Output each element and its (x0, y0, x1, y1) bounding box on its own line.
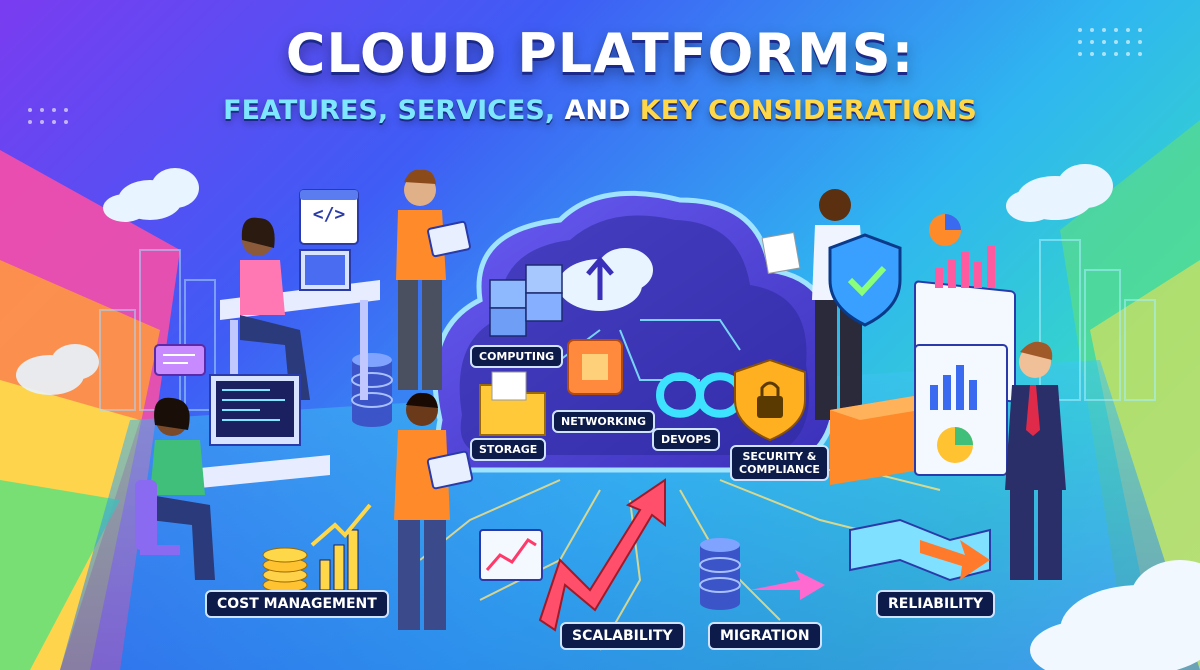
folder-icon (479, 371, 546, 436)
upload-arrow-icon (558, 248, 653, 311)
label-security-line1: SECURITY & (742, 450, 817, 463)
label-migration: MIGRATION (708, 622, 822, 650)
chat-bubble-icon (154, 344, 206, 376)
reliability-ribbon (849, 518, 991, 582)
person-man-tablet-top (396, 169, 471, 390)
coin-stack-icon (262, 547, 308, 593)
code-glyph: </> (312, 204, 346, 225)
person-woman-computer (135, 374, 330, 580)
pie-chart-icon (937, 427, 973, 463)
page-subtitle: FEATURES, SERVICES, AND KEY CONSIDERATIO… (0, 95, 1200, 126)
scalability-arrow (538, 478, 666, 632)
bar-chart-icon (930, 365, 977, 410)
subtitle-part-features: FEATURES, SERVICES, (223, 95, 556, 126)
cloud-icon (16, 344, 99, 395)
database-icon (699, 538, 741, 610)
skyline-right (1039, 239, 1156, 401)
label-computing: COMPUTING (470, 345, 564, 368)
dashboard-panel-bottom (914, 344, 1008, 476)
shield-check-icon (828, 233, 902, 327)
cloud-icon (1030, 560, 1200, 670)
label-reliability: RELIABILITY (876, 590, 996, 618)
chip-icon (567, 339, 623, 395)
label-devops: DEVOPS (652, 428, 721, 451)
label-storage: STORAGE (470, 438, 547, 461)
cloud-icon (1006, 164, 1113, 222)
label-networking: NETWORKING (552, 410, 656, 433)
page-title: CLOUD PLATFORMS: (285, 22, 915, 85)
label-security-line2: COMPLIANCE (739, 463, 820, 476)
migration-arrow (750, 570, 825, 600)
dot-grid (28, 28, 1142, 124)
growth-arrow-icon (310, 503, 372, 547)
database-icon (351, 353, 393, 427)
label-security-compliance: SECURITY & COMPLIANCE (730, 445, 829, 481)
subtitle-part-key: KEY CONSIDERATIONS (639, 95, 977, 126)
cloud-icon (103, 168, 199, 222)
subtitle-part-and: AND (564, 95, 631, 126)
label-scalability: SCALABILITY (560, 622, 685, 650)
label-cost-management: COST MANAGEMENT (205, 590, 389, 618)
person-woman-desk (220, 217, 380, 410)
person-man-tablet-center (394, 392, 474, 630)
person-businessman (1005, 341, 1066, 580)
padlock-icon (734, 358, 806, 442)
code-window-icon (299, 189, 359, 245)
container-stack-icon (489, 264, 563, 337)
header: CLOUD PLATFORMS: FEATURES, SERVICES, AND… (0, 22, 1200, 126)
line-chart-icon (479, 529, 543, 581)
